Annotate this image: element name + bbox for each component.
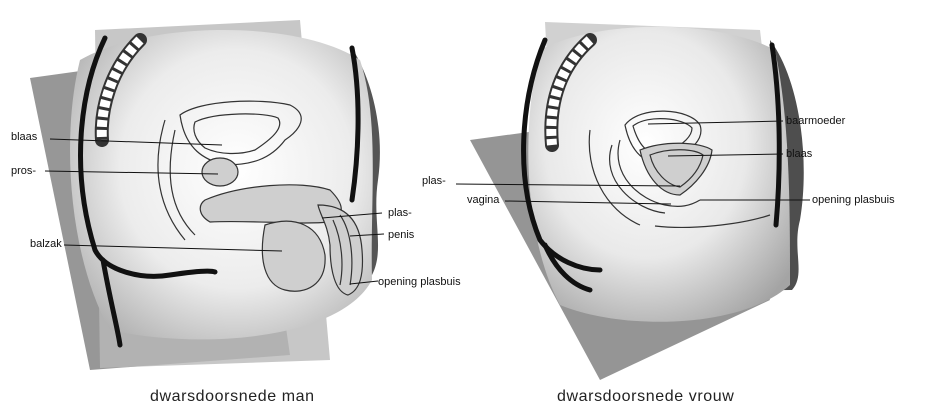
label-baarmoeder-female: baarmoeder <box>786 115 846 127</box>
label-penis-male: penis <box>388 229 415 241</box>
caption-female: dwarsdoorsnede vrouw <box>557 388 734 405</box>
label-opening-plasbuis-female: opening plasbuis <box>812 194 895 206</box>
label-opening-plasbuis-male: opening plasbuis <box>378 276 461 288</box>
male-cross-section: blaas pros- balzak plas- penis opening p… <box>11 20 461 405</box>
label-plas-male: plas- <box>388 207 412 219</box>
caption-male: dwarsdoorsnede man <box>150 388 315 405</box>
male-prostate <box>202 158 238 186</box>
label-plas-female: plas- <box>422 175 446 187</box>
label-vagina-female: vagina <box>467 194 500 206</box>
label-pros-male: pros- <box>11 165 36 177</box>
female-cross-section: baarmoeder blaas plas- vagina opening pl… <box>422 22 895 405</box>
label-blaas-male: blaas <box>11 131 38 143</box>
label-balzak-male: balzak <box>30 238 62 250</box>
label-blaas-female: blaas <box>786 148 813 160</box>
